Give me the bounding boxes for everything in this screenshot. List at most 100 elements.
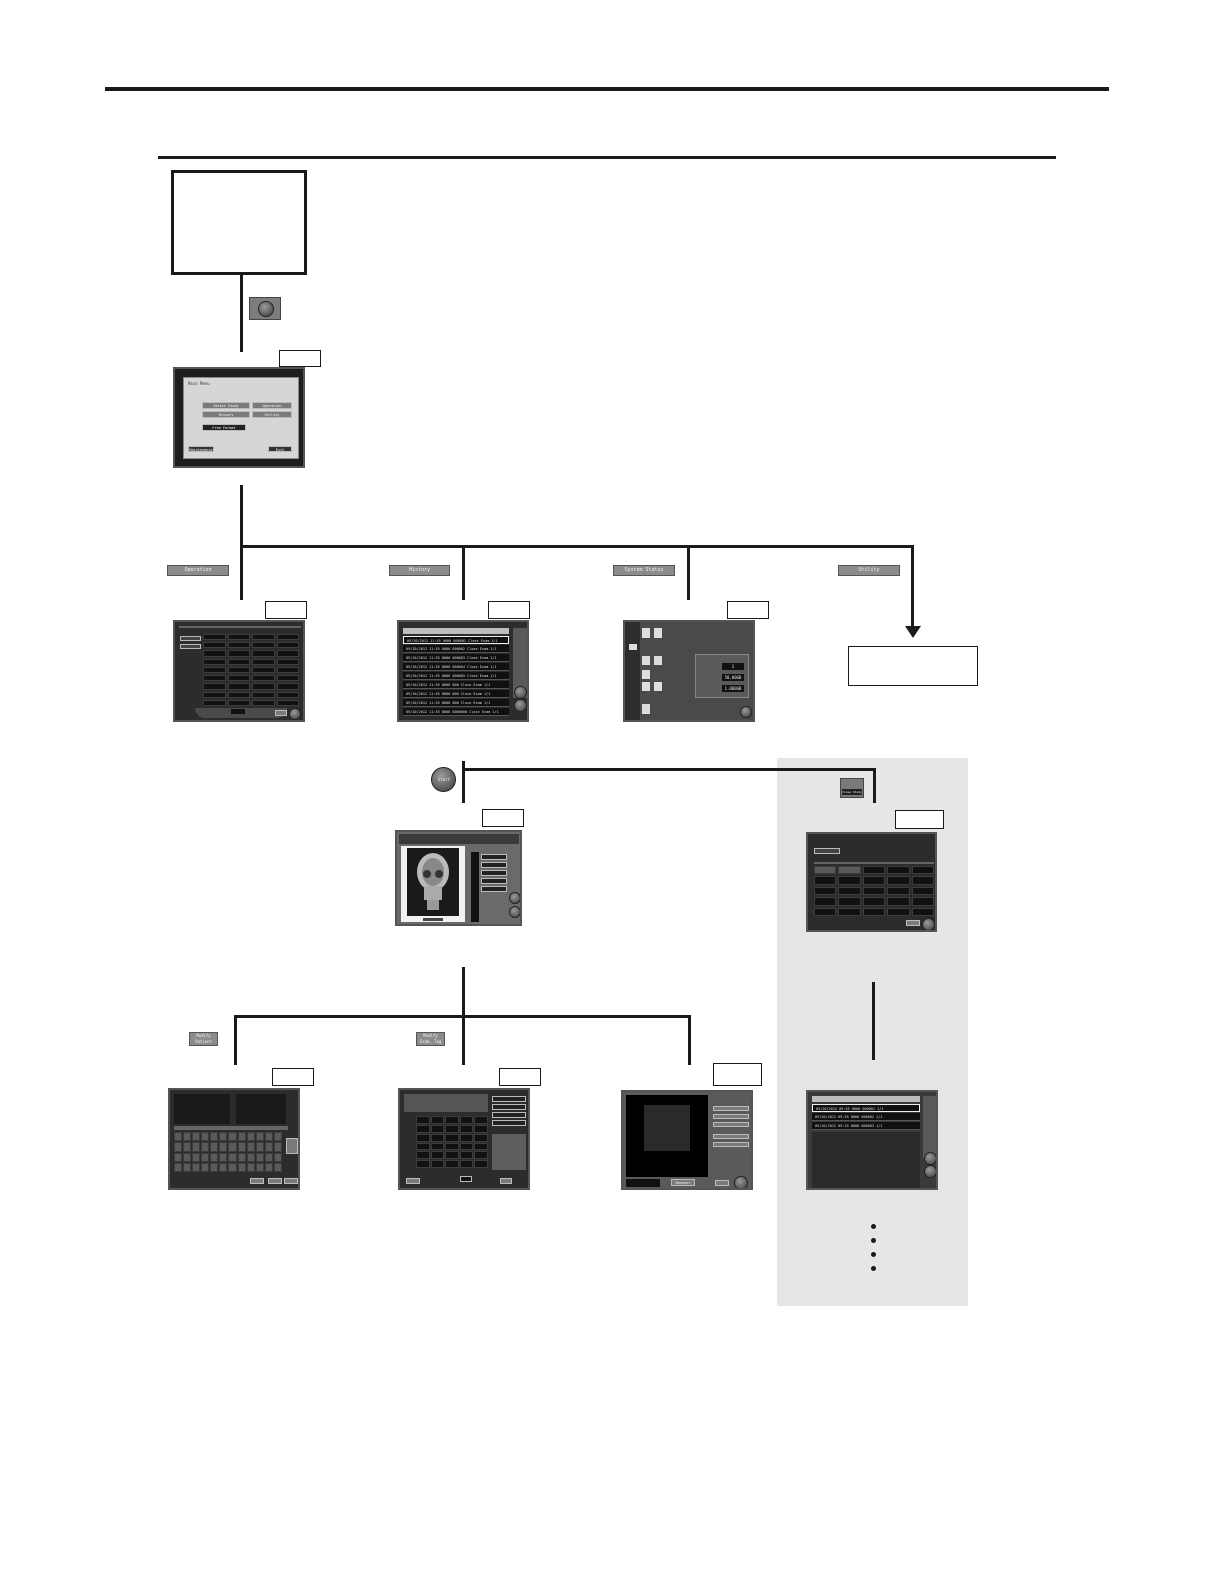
branch-line: [240, 545, 914, 548]
menu-dialog: Main Menu Select Study Operation History…: [183, 377, 299, 459]
history-row[interactable]: 09/20/2012 09:55 0000 000001 1/1: [812, 1104, 920, 1112]
round-button[interactable]: [509, 906, 520, 918]
connector-line: [872, 982, 875, 1060]
history-row[interactable]: 09/20/2012 11:55 0000 000005 Close Exam …: [403, 672, 509, 680]
close-study-button[interactable]: Close Study: [840, 778, 864, 798]
modify-exam-tag-button[interactable]: Modify Exam. Tag: [416, 1032, 445, 1046]
close-study-screen: [806, 832, 937, 932]
maintenance-button[interactable]: Maintenance: [188, 446, 214, 452]
history-row[interactable]: 09/20/2012 09:55 0000 000003 1/1: [812, 1122, 920, 1130]
system-status-button[interactable]: System Status: [613, 565, 675, 576]
close-study-grid: [814, 866, 934, 916]
image-list-item[interactable]: [481, 870, 507, 876]
history-row[interactable]: 09/20/2012 11:55 0000 000 Close Exam 1/1: [403, 699, 509, 707]
page-ref-box: [895, 810, 944, 829]
history-row[interactable]: 09/20/2012 11:55 0000 000 Close Exam 1/1: [403, 690, 509, 698]
page-ref-box: [279, 350, 321, 367]
utility-button[interactable]: Utility: [838, 565, 900, 576]
arrow-down-icon: [905, 626, 921, 638]
vertical-ellipsis-icon: [871, 1238, 876, 1243]
image-list-item[interactable]: [481, 862, 507, 868]
status-value: 1.000GB: [722, 685, 744, 692]
history-header: [403, 628, 509, 634]
vertical-ellipsis-icon: [871, 1224, 876, 1229]
modify-patient-button[interactable]: Modify Patient: [189, 1032, 218, 1046]
device-icon: [642, 704, 650, 714]
free-format-toggle[interactable]: Free Format: [202, 424, 246, 431]
xray-image: [407, 848, 459, 916]
scroll-down-button[interactable]: [514, 699, 527, 712]
connector-line: [462, 761, 465, 803]
scroll-up-button[interactable]: [514, 686, 527, 699]
image-list-item[interactable]: [481, 878, 507, 884]
device-icon: [642, 628, 650, 638]
close-study-tab[interactable]: [814, 848, 840, 854]
image-list-item[interactable]: [481, 854, 507, 860]
scroll-down-button[interactable]: [924, 1165, 936, 1178]
page-ref-box: [272, 1068, 314, 1086]
recover-button[interactable]: Recover: [671, 1179, 695, 1186]
scrollbar[interactable]: [513, 628, 527, 698]
history-screen: 09/20/2012 11:55 0000 000001 Close Exam …: [397, 620, 529, 722]
history-row[interactable]: 09/20/2012 11:55 0000 000003 Close Exam …: [403, 654, 509, 662]
select-study-button[interactable]: Select Study: [202, 402, 250, 409]
page-ref-box: [482, 809, 524, 827]
operation-tab[interactable]: [180, 636, 201, 641]
device-icon: [642, 670, 650, 679]
scroll-up-button[interactable]: [924, 1152, 936, 1165]
xray-frame: [401, 846, 465, 922]
operation-button[interactable]: Operation: [167, 565, 229, 576]
close-study-history-screen: 09/20/2012 09:55 0000 000001 1/1 09/20/2…: [806, 1090, 938, 1190]
page-ref-box: [727, 601, 769, 619]
device-icon: [654, 628, 662, 638]
power-button-icon[interactable]: [249, 297, 281, 320]
status-value: 50.00GB: [722, 674, 744, 681]
trunk-line: [240, 485, 243, 600]
exit-button[interactable]: Exit: [268, 446, 292, 452]
menu-operation-button[interactable]: Operation: [252, 402, 292, 409]
top-rule: [105, 87, 1109, 91]
menu-history-button[interactable]: History: [202, 411, 250, 418]
utility-box: [848, 646, 978, 686]
device-icon: [629, 644, 637, 650]
history-row[interactable]: 09/20/2012 11:55 0000 000004 Close Exam …: [403, 663, 509, 671]
round-button[interactable]: [289, 708, 301, 720]
round-button[interactable]: [509, 892, 520, 904]
round-button[interactable]: [740, 706, 752, 718]
exam-screen: [395, 830, 522, 926]
start-button-icon[interactable]: Start: [431, 767, 456, 792]
start-box: [171, 170, 307, 275]
round-button[interactable]: [734, 1176, 748, 1188]
branch-history-line: [462, 545, 465, 600]
menu-utility-button[interactable]: Utility: [252, 411, 292, 418]
modify-patient-screen: [168, 1088, 300, 1190]
main-menu-screen: Main Menu Select Study Operation History…: [173, 367, 305, 468]
device-icon: [642, 656, 650, 665]
exam-tag-grid[interactable]: [416, 1116, 488, 1168]
history-row[interactable]: 09/20/2012 11:55 0000 0000000 Close Exam…: [403, 708, 509, 716]
keyboard[interactable]: [174, 1132, 282, 1172]
device-icon: [642, 682, 650, 691]
patient-fields: [174, 1094, 230, 1124]
history-row[interactable]: 09/20/2012 09:55 0000 000002 1/1: [812, 1113, 920, 1121]
history-row[interactable]: 09/20/2012 11:55 0000 000002 Close Exam …: [403, 645, 509, 653]
round-button[interactable]: [922, 918, 935, 930]
branch-status-line: [687, 545, 690, 600]
history-row[interactable]: 09/20/2012 11:55 0000 000 Close Exam 1/1: [403, 681, 509, 689]
vertical-ellipsis-icon: [871, 1252, 876, 1257]
page-ref-box: [713, 1063, 762, 1086]
image-list-item[interactable]: [481, 886, 507, 892]
vertical-ellipsis-icon: [871, 1266, 876, 1271]
power-knob: [258, 301, 274, 317]
branch-line: [462, 1015, 465, 1065]
operation-tab[interactable]: [180, 644, 201, 649]
connector-line: [462, 768, 876, 771]
page-ref-box: [488, 601, 530, 619]
skull-xray-icon: [417, 853, 449, 910]
history-row[interactable]: 09/20/2012 11:55 0000 000001 Close Exam …: [403, 636, 509, 644]
connector-line: [240, 275, 243, 352]
scrollbar[interactable]: [923, 1096, 936, 1158]
history-button[interactable]: History: [389, 565, 450, 576]
menu-title: Main Menu: [188, 381, 210, 386]
status-value: 1: [722, 663, 744, 670]
